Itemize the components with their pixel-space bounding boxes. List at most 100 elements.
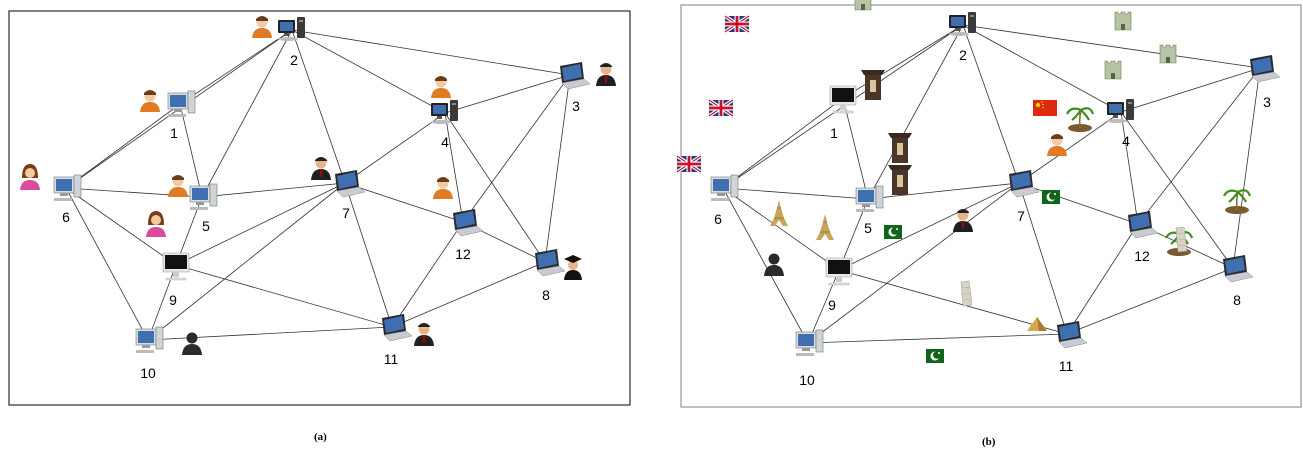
laptop-icon	[1128, 211, 1159, 239]
edge-3-12	[1137, 67, 1261, 225]
desktop-monitor-icon	[855, 185, 884, 212]
node-5: 5	[168, 175, 218, 234]
edge-10-11	[147, 326, 393, 341]
imac-icon	[825, 257, 853, 286]
edge-10-11	[807, 333, 1068, 344]
node-label: 9	[828, 297, 836, 313]
node-label: 10	[140, 365, 156, 381]
user-icon	[168, 175, 188, 197]
edge-1-5	[842, 97, 869, 200]
edge-8-11	[391, 261, 546, 328]
diagram-frame	[8, 10, 631, 406]
node-label: 3	[1263, 94, 1271, 110]
edge-4-12	[444, 112, 464, 223]
node-label: 11	[1059, 358, 1074, 374]
imac-icon	[829, 85, 857, 114]
edge-4-8	[444, 112, 546, 263]
imac-icon	[162, 252, 190, 281]
woman-user-icon	[20, 164, 40, 190]
tower-pc-icon	[431, 100, 458, 124]
node-7: 7	[311, 157, 366, 221]
node-label: 8	[542, 287, 550, 303]
laptop-icon	[560, 62, 591, 90]
businessman-icon	[414, 323, 434, 346]
china-flag-icon	[1033, 100, 1057, 116]
node-label: 1	[830, 125, 838, 141]
edge-11-12	[391, 221, 464, 328]
edge-1-6	[65, 103, 181, 189]
leaning-tower-icon	[960, 280, 973, 307]
user-icon	[252, 16, 272, 38]
node-4: 4	[1033, 60, 1134, 156]
edge-4-7	[1018, 111, 1122, 184]
palm-island-icon	[1066, 107, 1095, 132]
laptop-icon	[335, 170, 366, 198]
edge-3-4	[444, 74, 571, 114]
node-label: 7	[342, 205, 350, 221]
pakistan-flag-icon	[926, 349, 944, 363]
panel-caption-a: (a)	[314, 431, 327, 443]
tower-pc-icon	[278, 17, 305, 41]
graduate-icon	[564, 255, 582, 280]
tower-pc-icon	[1107, 99, 1134, 123]
node-10: 10	[764, 253, 824, 388]
uk-flag-icon	[724, 14, 750, 34]
edge-9-10	[807, 269, 840, 344]
node-12: 12	[1066, 107, 1188, 264]
edge-3-8	[544, 74, 571, 263]
edge-2-3	[962, 24, 1261, 69]
node-1: 1	[140, 90, 196, 141]
desktop-monitor-icon	[53, 174, 82, 201]
edge-1-5	[179, 103, 203, 198]
edge-7-12	[1018, 182, 1139, 225]
edge-6-9	[722, 187, 840, 271]
edge-7-10	[807, 182, 1020, 344]
silhouette-icon	[764, 253, 784, 276]
leaning-tower-icon	[1175, 226, 1188, 253]
user-icon	[431, 76, 451, 98]
node-1: 1	[724, 14, 885, 141]
temple-icon	[888, 165, 912, 195]
node-9: 9	[770, 200, 902, 313]
node-8: 8	[1165, 189, 1254, 308]
node-2: 2	[854, 0, 1132, 63]
laptop-icon	[1057, 321, 1088, 349]
node-3: 3	[560, 62, 616, 114]
node-label: 5	[202, 218, 210, 234]
node-label: 8	[1233, 292, 1241, 308]
laptop-icon	[535, 249, 566, 277]
businessman-icon	[953, 209, 973, 232]
node-12: 12	[433, 177, 484, 262]
edge-3-8	[1232, 67, 1261, 269]
node-2: 2	[252, 16, 305, 68]
edge-5-7	[201, 182, 346, 198]
edge-2-7	[291, 29, 346, 184]
node-3: 3	[1159, 44, 1281, 110]
uk-flag-icon	[708, 98, 734, 118]
node-label: 6	[714, 211, 722, 227]
edge-7-9	[175, 182, 346, 266]
node-8: 8	[535, 249, 582, 303]
node-label: 2	[959, 47, 967, 63]
node-label: 12	[455, 246, 471, 262]
node-label: 6	[62, 209, 70, 225]
woman-user-icon	[146, 211, 166, 237]
node-7: 7	[953, 170, 1060, 232]
laptop-icon	[382, 314, 413, 342]
edge-6-10	[65, 187, 149, 341]
edge-3-12	[462, 74, 571, 223]
node-label: 2	[290, 52, 298, 68]
castle-icon	[854, 0, 872, 11]
edge-9-10	[147, 264, 177, 341]
edge-2-5	[201, 29, 293, 198]
temple-icon	[861, 70, 885, 100]
edge-3-4	[1120, 67, 1261, 113]
uk-flag-icon	[676, 154, 702, 174]
edge-4-8	[1120, 111, 1234, 269]
castle-icon	[1114, 11, 1132, 31]
castle-icon	[1104, 60, 1122, 80]
laptop-icon	[1009, 170, 1040, 198]
edge-6-10	[722, 187, 809, 344]
node-label: 5	[864, 220, 872, 236]
desktop-monitor-icon	[795, 329, 824, 356]
